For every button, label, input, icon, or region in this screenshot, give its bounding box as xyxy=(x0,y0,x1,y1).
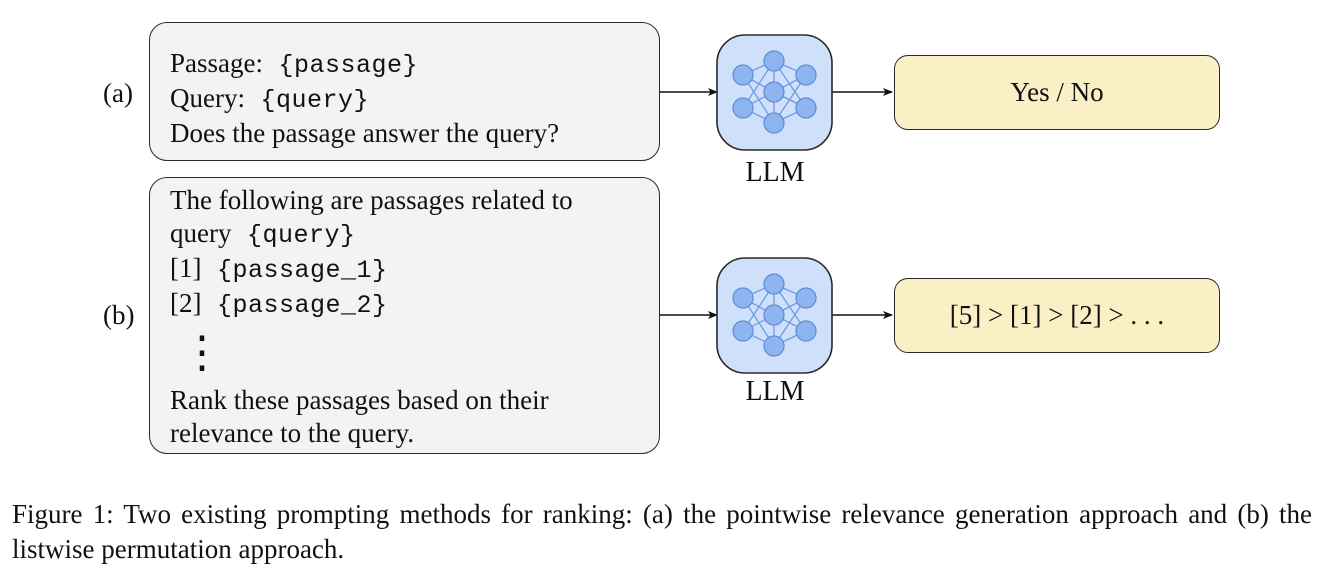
pointwise-output-box: Yes / No xyxy=(894,55,1220,130)
llm-label-b: LLM xyxy=(745,376,805,407)
listwise-output-box: [5] > [1] > [2] > . . . xyxy=(894,278,1220,353)
vertical-ellipsis: ⋮ xyxy=(180,328,224,377)
prompt-placeholder: {passage_2} xyxy=(201,291,388,320)
prompt-text: Does the passage answer the query? xyxy=(170,118,560,148)
prompt-placeholder: {passage} xyxy=(262,51,419,80)
listwise-prompt-box: The following are passages related to qu… xyxy=(149,177,660,454)
row-a-label: (a) xyxy=(103,78,133,108)
prompt-line: Query: {query} xyxy=(170,82,639,117)
output-text: Yes / No xyxy=(1010,77,1104,107)
prompt-text: [2] xyxy=(170,288,202,318)
prompt-placeholder: {passage_1} xyxy=(201,256,388,285)
prompt-text: Query: xyxy=(170,83,245,113)
llm-label-a: LLM xyxy=(745,157,805,188)
neural-network-icon xyxy=(716,34,833,151)
prompt-text: The following are passages related to xyxy=(170,185,573,215)
prompt-text: Rank these passages based on their xyxy=(170,385,549,415)
prompt-text: relevance to the query. xyxy=(170,418,415,448)
output-text: [5] > [1] > [2] > . . . xyxy=(949,300,1165,330)
prompt-line: Does the passage answer the query? xyxy=(170,117,639,150)
prompt-line: Rank these passages based on their xyxy=(170,384,639,417)
neural-network-icon xyxy=(716,257,833,374)
prompt-text: Passage: xyxy=(170,48,263,78)
prompt-line: [1] {passage_1} xyxy=(170,252,639,287)
prompt-line: query {query} xyxy=(170,217,639,252)
prompt-line: [2] {passage_2} xyxy=(170,287,639,322)
prompt-text: query xyxy=(170,218,232,248)
prompt-line: The following are passages related to xyxy=(170,184,639,217)
figure-caption: Figure 1: Two existing prompting methods… xyxy=(12,499,1312,564)
pointwise-prompt-box: Passage: {passage} Query: {query} Does t… xyxy=(149,22,660,161)
prompt-line: Passage: {passage} xyxy=(170,47,639,82)
prompt-line: relevance to the query. xyxy=(170,417,639,450)
row-b-label: (b) xyxy=(103,300,135,330)
prompt-text: [1] xyxy=(170,253,202,283)
prompt-placeholder: {query} xyxy=(244,86,370,115)
prompt-placeholder: {query} xyxy=(231,221,356,250)
